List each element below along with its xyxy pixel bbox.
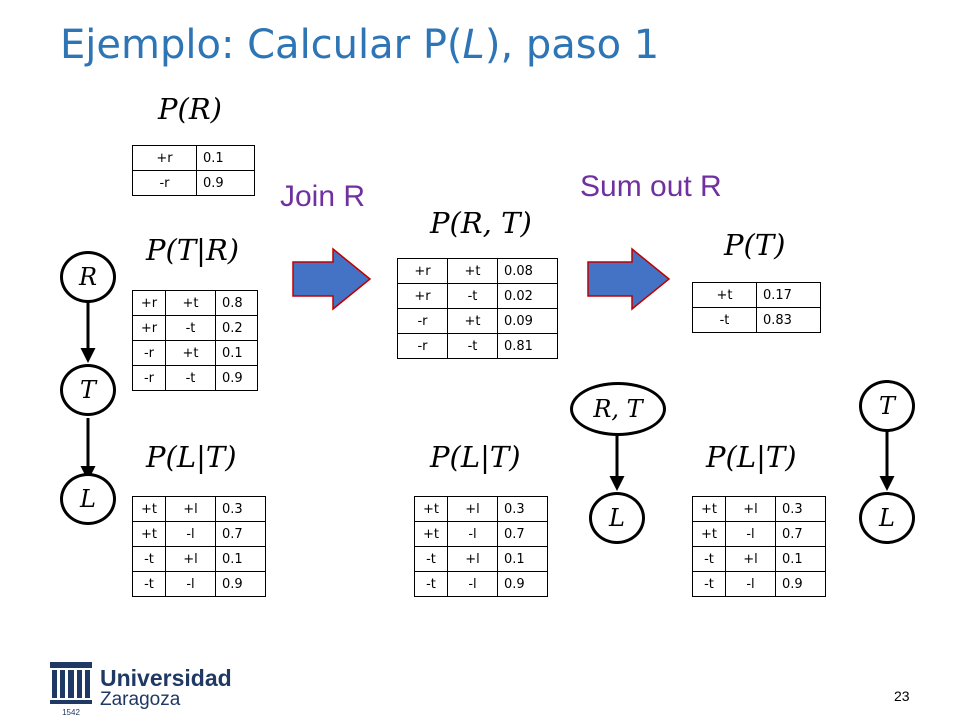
logo-university: Universidad <box>100 665 232 691</box>
p-t-label: P(T) <box>724 228 786 262</box>
p-r-label: P(R) <box>158 92 222 126</box>
node-r-t: R, T <box>570 382 666 436</box>
p-r-t-label: P(R, T) <box>430 206 532 240</box>
p-t-given-r-label: P(T|R) <box>146 233 240 267</box>
node-l-2: L <box>589 492 645 544</box>
slide-title: Ejemplo: Calcular P(L), paso 1 <box>60 22 660 68</box>
sum-out-arrow-icon <box>587 247 671 311</box>
p-l-given-t-label-1: P(L|T) <box>146 440 237 474</box>
p-l-given-t-label-3: P(L|T) <box>706 440 797 474</box>
node-r: R <box>60 251 116 303</box>
join-arrow-icon <box>292 247 372 311</box>
logo-year: 1542 <box>62 708 80 716</box>
p-l-given-t-label-2: P(L|T) <box>430 440 521 474</box>
sum-out-label: Sum out R <box>580 170 722 203</box>
join-label: Join R <box>280 180 366 213</box>
node-t: T <box>60 364 116 416</box>
node-t-2: T <box>859 380 915 432</box>
node-l-3: L <box>859 492 915 544</box>
university-logo-icon: 1542 <box>50 662 92 716</box>
node-l: L <box>60 473 116 525</box>
page-number: 23 <box>894 688 910 704</box>
logo-zaragoza: Zaragoza <box>100 689 181 710</box>
